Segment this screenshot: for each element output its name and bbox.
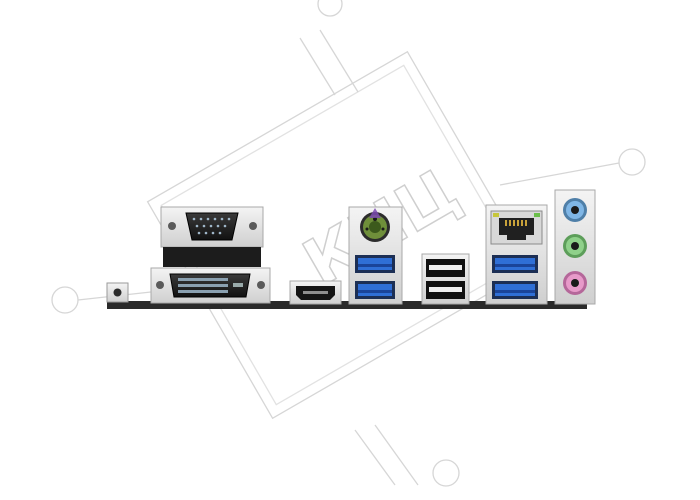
usb2-port-icon (421, 253, 470, 305)
audio-stack (554, 189, 596, 305)
ps2-port-icon (360, 208, 390, 242)
usb3-port-icon (492, 281, 538, 299)
dvi-port-icon (150, 267, 271, 304)
pcb-edge (107, 301, 587, 309)
audio-jack-icon (563, 198, 587, 222)
rj45-lan-port-icon (490, 210, 543, 245)
usb3-port-icon (492, 255, 538, 273)
clr-cmos-button-icon (106, 282, 129, 303)
usb3-port-icon (355, 281, 395, 299)
ps2-usb3-stack (348, 206, 403, 305)
audio-jack-icon (563, 234, 587, 258)
lan-usb3-stack (485, 204, 548, 305)
usb3-port-icon (355, 255, 395, 273)
audio-jack-icon (563, 271, 587, 295)
hdmi-port-icon (289, 280, 342, 305)
vga-port-icon (160, 206, 264, 267)
